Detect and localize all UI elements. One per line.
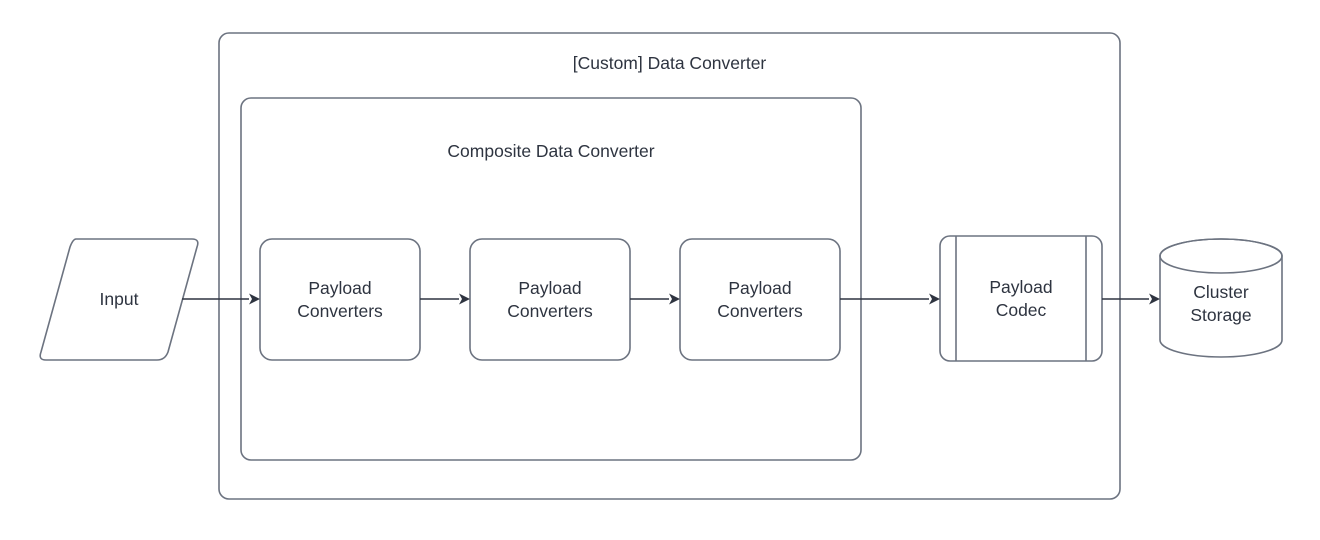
edge-payload-codec-to-cluster-storage[interactable]: [1102, 293, 1160, 305]
container-composite-data-converter[interactable]: [240, 97, 862, 461]
container-custom-data-converter[interactable]: [218, 32, 1121, 500]
node-payload-converters-3-shape[interactable]: [679, 238, 841, 361]
node-cluster-storage-shape[interactable]: [1159, 238, 1283, 358]
node-cluster-storage-top-ellipse: [1159, 238, 1283, 274]
node-payload-codec-shape[interactable]: [939, 235, 1103, 362]
node-payload-converters-2-shape[interactable]: [469, 238, 631, 361]
edge-payload-converters-3-to-payload-codec[interactable]: [840, 293, 940, 305]
edge-payload-converters-1-to-2[interactable]: [420, 293, 470, 305]
node-input-shape[interactable]: [39, 238, 199, 361]
node-payload-converters-1-shape[interactable]: [259, 238, 421, 361]
edge-input-to-payload-converters-1[interactable]: [182, 293, 260, 305]
edge-payload-converters-2-to-3[interactable]: [630, 293, 680, 305]
